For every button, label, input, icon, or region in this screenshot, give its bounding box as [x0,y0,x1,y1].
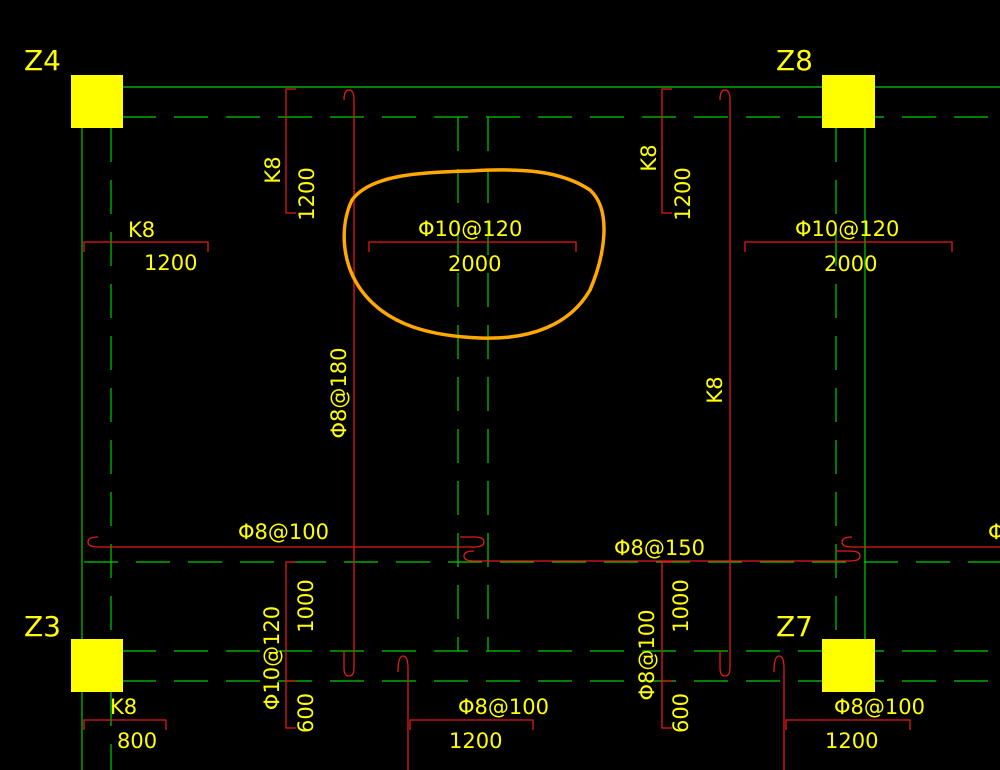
rebar-bottom-k8-800 [83,719,167,730]
label-k8-mid: K8 [703,376,727,403]
label-1000-bottom-mid: 1000 [669,579,693,632]
label-phi10-120-center: Φ10@120 [418,217,522,241]
column-label-z7: Z7 [776,610,813,643]
rebar-bottom-mid-phi8 [397,655,409,770]
label-600-bottom-left: 600 [294,693,318,733]
label-phi10-120-right: Φ10@120 [795,217,899,241]
label-phi8-180: Φ8@180 [327,348,351,439]
rebar-bottom-mid-dim [409,719,534,730]
rebar-phi8-150-horizontal [463,550,861,562]
rebar-bottom-left-bracket [285,561,296,729]
label-1200-bottom-mid: 1200 [449,729,502,753]
label-phi8-100-bottom-right: Φ8@100 [834,695,925,719]
rebar-bottom-mid-bracket [661,561,672,729]
column-z8 [822,75,875,128]
label-phi8-100-bottom-mid: Φ8@100 [458,695,549,719]
rebar-right-edge-horizontal [841,536,1000,548]
label-1000-bottom-left: 1000 [294,579,318,632]
column-z4 [71,75,123,128]
label-k8-left: K8 [128,218,155,242]
rebar-right-horizontal [744,241,953,252]
rebar-top-left-bracket [285,88,296,214]
rebar-bottom-right-dim [785,719,911,730]
label-k8-top-mid: K8 [637,144,661,171]
column-label-z8: Z8 [776,44,813,77]
label-2000-right: 2000 [824,252,877,276]
rebar-center-horizontal [368,241,577,252]
rebar-lines [83,88,1000,770]
label-k8-top-left: K8 [261,156,285,183]
labels: Z4 Z8 Z3 Z7 K8 1200 K8 1200 K8 1200 Φ10@… [24,44,1000,753]
column-z7 [822,639,875,692]
label-800-bottom-left: 800 [117,729,157,753]
rebar-phi8-100-horizontal [87,536,485,548]
label-phi8-100-bottom-mid-v: Φ8@100 [635,610,659,701]
rebar-bottom-right-phi8 [773,655,785,770]
label-1200-left: 1200 [144,251,197,275]
label-1200-top-mid: 1200 [671,167,695,220]
label-2000-center: 2000 [448,252,501,276]
label-600-bottom-mid: 600 [669,693,693,733]
label-1200-top-left: 1200 [295,167,319,220]
rebar-phi8-180-vertical [343,89,355,677]
highlight-circle [342,168,606,340]
label-1200-bottom-right: 1200 [825,729,878,753]
column-label-z4: Z4 [24,44,61,77]
label-k8-bottom-left: K8 [110,695,137,719]
column-z3 [71,639,123,692]
label-phi10-120-bottom: Φ10@120 [260,606,284,710]
rebar-k8-vertical [719,89,731,677]
label-phi-right-edge: Φ [988,520,1000,544]
rebar-top-mid-bracket [661,88,672,214]
label-phi8-150-mid: Φ8@150 [614,536,705,560]
columns [71,75,875,692]
label-phi8-100-left: Φ8@100 [238,520,329,544]
rebar-left-horizontal [83,241,209,252]
column-label-z3: Z3 [24,610,61,643]
